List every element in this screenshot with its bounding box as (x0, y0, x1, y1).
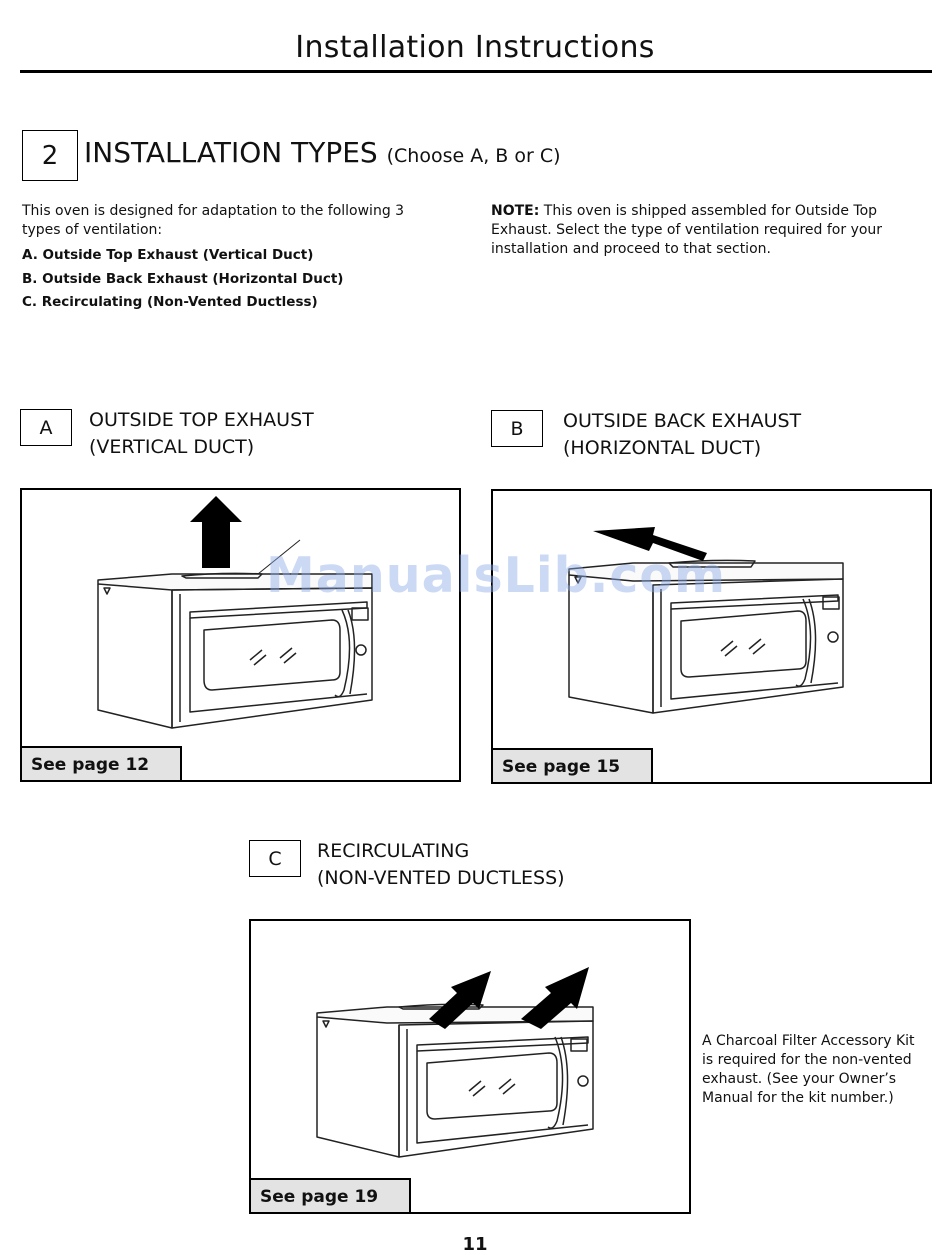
intro-block: This oven is designed for adaptation to … (22, 202, 432, 315)
vertical-exhaust-arrow-icon (190, 496, 242, 568)
option-a-title-line1: OUTSIDE TOP EXHAUST (89, 409, 314, 431)
option-b-see-page: See page 15 (493, 748, 653, 782)
ventilation-type-a: A. Outside Top Exhaust (Vertical Duct) (22, 247, 314, 263)
note-text: This oven is shipped assembled for Outsi… (491, 203, 883, 257)
page-number: 11 (462, 1234, 488, 1255)
option-c-see-page: See page 19 (251, 1178, 411, 1212)
step-number-box: 2 (22, 130, 78, 181)
microwave-icon (97, 539, 373, 729)
option-b-microwave-illustration (568, 527, 844, 714)
microwave-icon (568, 559, 844, 714)
option-a-letter-box: A (20, 409, 72, 446)
section-title: INSTALLATION TYPES (Choose A, B or C) (84, 136, 561, 169)
option-c-title: RECIRCULATING (NON-VENTED DUCTLESS) (317, 838, 565, 892)
intro-text: This oven is designed for adaptation to … (22, 203, 405, 238)
option-b-panel: See page 15 (491, 489, 932, 784)
option-b-title-line2: (HORIZONTAL DUCT) (563, 437, 762, 459)
option-b-title-line1: OUTSIDE BACK EXHAUST (563, 410, 802, 432)
page-header-title: Installation Instructions (295, 30, 655, 65)
option-b-title: OUTSIDE BACK EXHAUST (HORIZONTAL DUCT) (563, 408, 801, 462)
option-c-letter-box: C (249, 840, 301, 877)
option-c-panel: See page 19 (249, 919, 691, 1214)
option-c-microwave-illustration (316, 967, 594, 1158)
microwave-icon (316, 1003, 594, 1158)
header-rule (20, 70, 932, 73)
option-a-title: OUTSIDE TOP EXHAUST (VERTICAL DUCT) (89, 407, 314, 461)
option-c-title-line1: RECIRCULATING (317, 840, 470, 862)
section-title-subtitle: (Choose A, B or C) (386, 145, 561, 167)
note-label: NOTE: (491, 203, 540, 219)
option-c-title-line2: (NON-VENTED DUCTLESS) (317, 867, 565, 889)
charcoal-filter-note: A Charcoal Filter Accessory Kit is requi… (702, 1033, 915, 1106)
recirculation-arrow-icon (429, 971, 491, 1029)
option-a-title-line2: (VERTICAL DUCT) (89, 436, 255, 458)
note-block: NOTE: This oven is shipped assembled for… (491, 202, 911, 259)
ventilation-type-list: A. Outside Top Exhaust (Vertical Duct) B… (22, 244, 432, 315)
horizontal-exhaust-arrow-icon (593, 527, 707, 561)
option-a-see-page: See page 12 (22, 746, 182, 780)
option-b-letter-box: B (491, 410, 543, 447)
recirculation-arrow-icon (521, 967, 589, 1029)
ventilation-type-b: B. Outside Back Exhaust (Horizontal Duct… (22, 270, 344, 287)
ventilation-type-c: C. Recirculating (Non-Vented Ductless) (22, 294, 318, 310)
option-a-microwave-illustration (97, 496, 373, 729)
section-title-main: INSTALLATION TYPES (84, 136, 378, 169)
option-a-panel: See page 12 (20, 488, 461, 782)
